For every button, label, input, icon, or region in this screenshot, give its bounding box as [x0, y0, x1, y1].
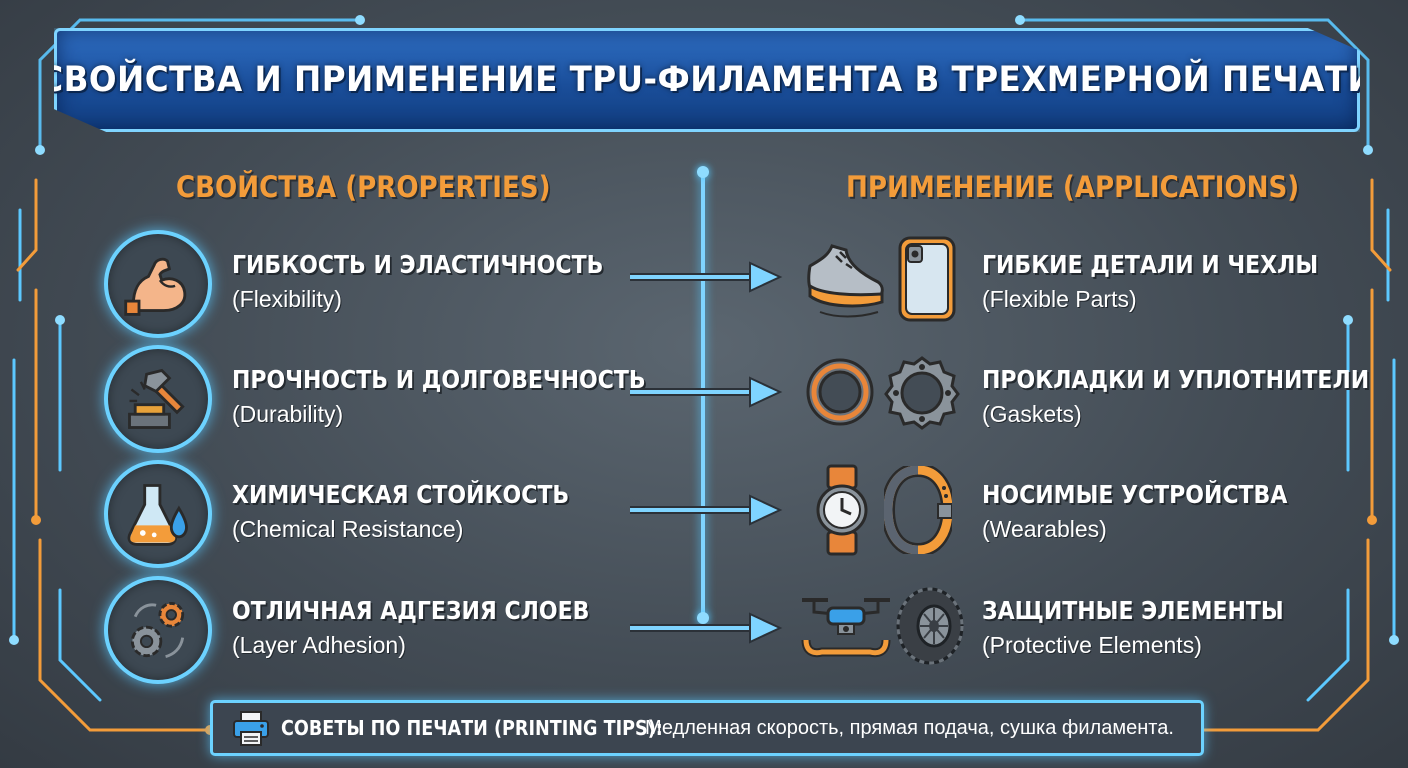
application-title-protective: ЗАЩИТНЫЕ ЭЛЕМЕНТЫ	[982, 596, 1284, 625]
property-title-chemical: ХИМИЧЕСКАЯ СТОЙКОСТЬ	[232, 480, 570, 509]
application-subtitle-gaskets: (Gaskets)	[982, 401, 1082, 427]
printer-icon	[233, 711, 269, 746]
property-title-durability: ПРОЧНОСТЬ И ДОЛГОВЕЧНОСТЬ	[232, 365, 646, 394]
property-subtitle-flexibility: (Flexibility)	[232, 286, 342, 312]
page-title: СВОЙСТВА И ПРИМЕНЕНИЕ TPU-ФИЛАМЕНТА В ТР…	[39, 60, 1375, 100]
properties-heading: СВОЙСТВА (PROPERTIES)	[176, 170, 551, 204]
gasket-icon	[884, 356, 960, 430]
sneaker-icon	[807, 244, 884, 318]
application-subtitle-flexible-parts: (Flexible Parts)	[982, 286, 1137, 312]
property-subtitle-adhesion: (Layer Adhesion)	[232, 632, 406, 658]
divider-dot-top	[697, 166, 709, 178]
property-subtitle-chemical: (Chemical Resistance)	[232, 516, 464, 542]
phone-case-icon	[898, 236, 956, 322]
arrow-right-icon	[630, 376, 783, 408]
hammer-anvil-icon	[104, 345, 212, 453]
watch-band-icon	[884, 466, 952, 554]
printing-tips-text: Медленная скорость, прямая подача, сушка…	[645, 716, 1174, 739]
application-title-wearables: НОСИМЫЕ УСТРОЙСТВА	[982, 480, 1288, 509]
watch-icon	[816, 464, 868, 556]
tire-icon	[896, 587, 964, 665]
property-subtitle-durability: (Durability)	[232, 401, 344, 427]
arrow-right-icon	[630, 494, 783, 526]
application-title-gaskets: ПРОКЛАДКИ И УПЛОТНИТЕЛИ	[982, 365, 1370, 394]
arrow-right-icon	[630, 612, 783, 644]
gears-cycle-icon	[104, 576, 212, 684]
applications-heading: ПРИМЕНЕНИЕ (APPLICATIONS)	[846, 170, 1300, 204]
property-title-adhesion: ОТЛИЧНАЯ АДГЕЗИЯ СЛОЕВ	[232, 596, 590, 625]
divider-dot-bottom	[697, 612, 709, 624]
flask-drop-icon	[104, 460, 212, 568]
application-subtitle-protective: (Protective Elements)	[982, 632, 1202, 658]
application-subtitle-wearables: (Wearables)	[982, 516, 1107, 542]
printing-tips-label: СОВЕТЫ ПО ПЕЧАТИ (PRINTING TIPS):	[281, 716, 663, 740]
application-title-flexible-parts: ГИБКИЕ ДЕТАЛИ И ЧЕХЛЫ	[982, 250, 1319, 279]
drone-icon	[801, 598, 891, 658]
printing-tips-box: СОВЕТЫ ПО ПЕЧАТИ (PRINTING TIPS): Медлен…	[210, 700, 1204, 756]
arrow-right-icon	[630, 261, 783, 293]
o-ring-icon	[806, 358, 874, 426]
title-banner: СВОЙСТВА И ПРИМЕНЕНИЕ TPU-ФИЛАМЕНТА В ТР…	[54, 28, 1360, 132]
flexed-arm-icon	[104, 230, 212, 338]
property-title-flexibility: ГИБКОСТЬ И ЭЛАСТИЧНОСТЬ	[232, 250, 604, 279]
